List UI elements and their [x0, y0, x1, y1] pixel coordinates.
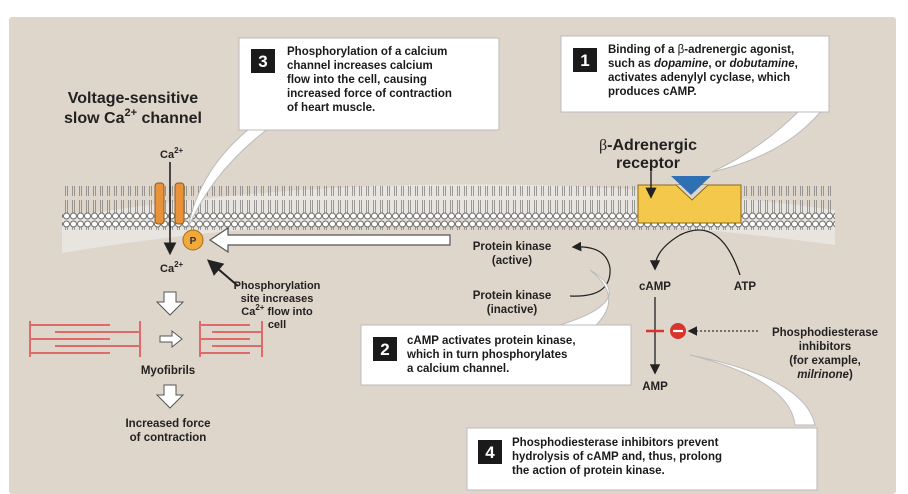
inhibitor-label-line: (for example,: [789, 355, 861, 367]
myofibril-relaxed: [29, 321, 141, 357]
callout-1-box: [560, 35, 830, 113]
phosphate-marker-icon: [182, 229, 204, 251]
callout-1-text: Binding of a β-adrenergic agonist, such …: [608, 44, 798, 98]
kinase-active-state: (active): [492, 255, 532, 267]
callout-3-pointer: [187, 119, 282, 229]
phospho-site-line: Phosphorylation: [234, 280, 321, 292]
callout-4-box: [466, 427, 818, 491]
step-1-badge: [573, 48, 597, 72]
step-2-badge: [373, 337, 397, 361]
contraction-result-line2: of contraction: [130, 432, 207, 444]
kinase-inactive-state: (inactive): [487, 304, 538, 316]
receptor-label-line1: β-Adrenergic: [599, 137, 697, 154]
kinase-activation-arrow: [569, 241, 611, 297]
callout-1-pointer: [711, 109, 824, 173]
callout-3-line: channel increases calcium: [287, 60, 433, 72]
calcium-channel: [154, 182, 185, 225]
callout-1-line: produces cAMP.: [608, 86, 697, 98]
inhibitor-label-line: milrinone): [797, 369, 853, 381]
callout-1-line: such as dopamine, or dobutamine,: [608, 58, 798, 70]
callout-2-pointer: [558, 269, 610, 339]
step-4-number: 4: [485, 443, 495, 462]
inhibitor-label-line: inhibitors: [799, 341, 851, 353]
calcium-ion-bottom-label: Ca2+: [160, 260, 184, 275]
step-3-number: 3: [258, 52, 267, 71]
callout-3-line: of heart muscle.: [287, 102, 375, 114]
callout-2-box: [360, 324, 632, 386]
kinase-to-channel-arrow: [208, 226, 451, 254]
step-1-number: 1: [580, 51, 589, 70]
step-4-badge: [478, 440, 502, 464]
phospho-site-line: Ca2+ flow into: [241, 303, 313, 318]
contraction-arrow: [159, 329, 183, 349]
callout-4-line: the action of protein kinase.: [512, 465, 665, 477]
kinase-active-label: Protein kinase: [473, 241, 552, 253]
phospho-site-line: cell: [268, 319, 286, 331]
callout-2-line: which in turn phosphorylates: [406, 349, 567, 361]
callout-2-line: cAMP activates protein kinase,: [407, 335, 576, 347]
myofibrils-label: Myofibrils: [141, 365, 195, 377]
phospho-site-line: site increases: [241, 293, 314, 305]
atp-to-camp-arrow: [649, 229, 741, 276]
callout-3-line: Phosphorylation of a calcium: [287, 46, 447, 58]
step-2-number: 2: [380, 340, 389, 359]
callout-3-line: flow into the cell, causing: [287, 74, 427, 86]
channel-title-line1: Voltage-sensitive: [68, 90, 199, 107]
callout-4-line: hydrolysis of cAMP and, thus, prolong: [512, 451, 722, 463]
down-arrow-2: [155, 384, 185, 409]
receptor-label-line2: receptor: [616, 155, 680, 172]
callout-1-line: activates adenylyl cyclase, which: [608, 72, 790, 84]
callout-4-line: Phosphodiesterase inhibitors prevent: [512, 437, 719, 449]
camp-label: cAMP: [639, 281, 671, 293]
callout-3-text: Phosphorylation of a calcium channel inc…: [287, 46, 452, 114]
phospho-site-label: Phosphorylation site increases Ca2+ flow…: [234, 280, 321, 331]
channel-title-line2: slow Ca2+ channel: [64, 107, 202, 127]
step-3-badge: [251, 49, 275, 73]
inhibitor-label-line: Phosphodiesterase: [772, 327, 878, 339]
calcium-ion-top-label: Ca2+: [160, 146, 184, 161]
down-arrow-1: [155, 291, 185, 316]
atp-label: ATP: [734, 281, 756, 293]
callout-3-box: [238, 37, 500, 131]
phospho-site-pointer-arrow: [206, 259, 239, 287]
myofibril-contracted: [199, 321, 263, 357]
phosphate-marker-label: P: [190, 236, 197, 247]
callout-1-line: Binding of a β-adrenergic agonist,: [608, 44, 794, 56]
callout-4-pointer: [689, 354, 816, 426]
kinase-inactive-label: Protein kinase: [473, 290, 552, 302]
amp-label: AMP: [642, 381, 668, 393]
inhibitor-label: Phosphodiesterase inhibitors (for exampl…: [772, 327, 878, 381]
contraction-result-line1: Increased force: [125, 418, 210, 430]
callout-4-text: Phosphodiesterase inhibitors prevent hyd…: [512, 437, 722, 477]
callout-2-line: a calcium channel.: [407, 363, 509, 375]
agonist-icon: [671, 176, 711, 195]
callout-2-text: cAMP activates protein kinase, which in …: [406, 335, 576, 375]
callout-3-line: increased force of contraction: [287, 88, 452, 100]
